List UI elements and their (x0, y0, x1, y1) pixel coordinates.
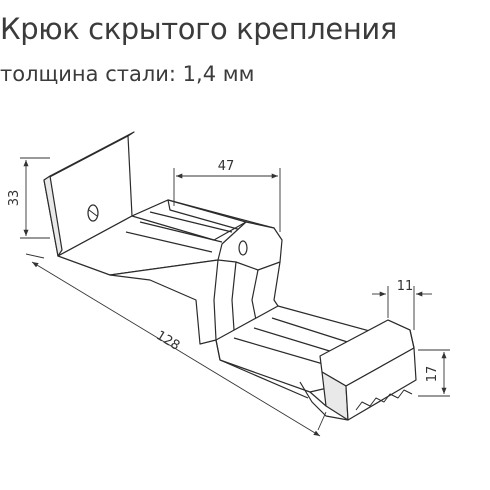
dimension-tip-height (418, 349, 450, 397)
dimension-width-top (173, 168, 281, 232)
hook-body (43, 131, 417, 421)
dim-label-tip-width: 11 (397, 279, 414, 294)
drawing-subtitle: толщина стали: 1,4 мм (0, 62, 255, 86)
drawing-title: Крюк скрытого крепления (0, 12, 397, 46)
dim-label-tip-height: 17 (425, 366, 440, 383)
side-hole (238, 240, 248, 256)
dimension-length-total (25, 253, 327, 437)
dim-label-height-back: 33 (7, 190, 22, 207)
back-plate-side (43, 175, 63, 257)
dimension-height-back (20, 157, 50, 239)
dimension-tip-width (372, 286, 432, 330)
dim-label-width-top: 47 (218, 159, 235, 174)
